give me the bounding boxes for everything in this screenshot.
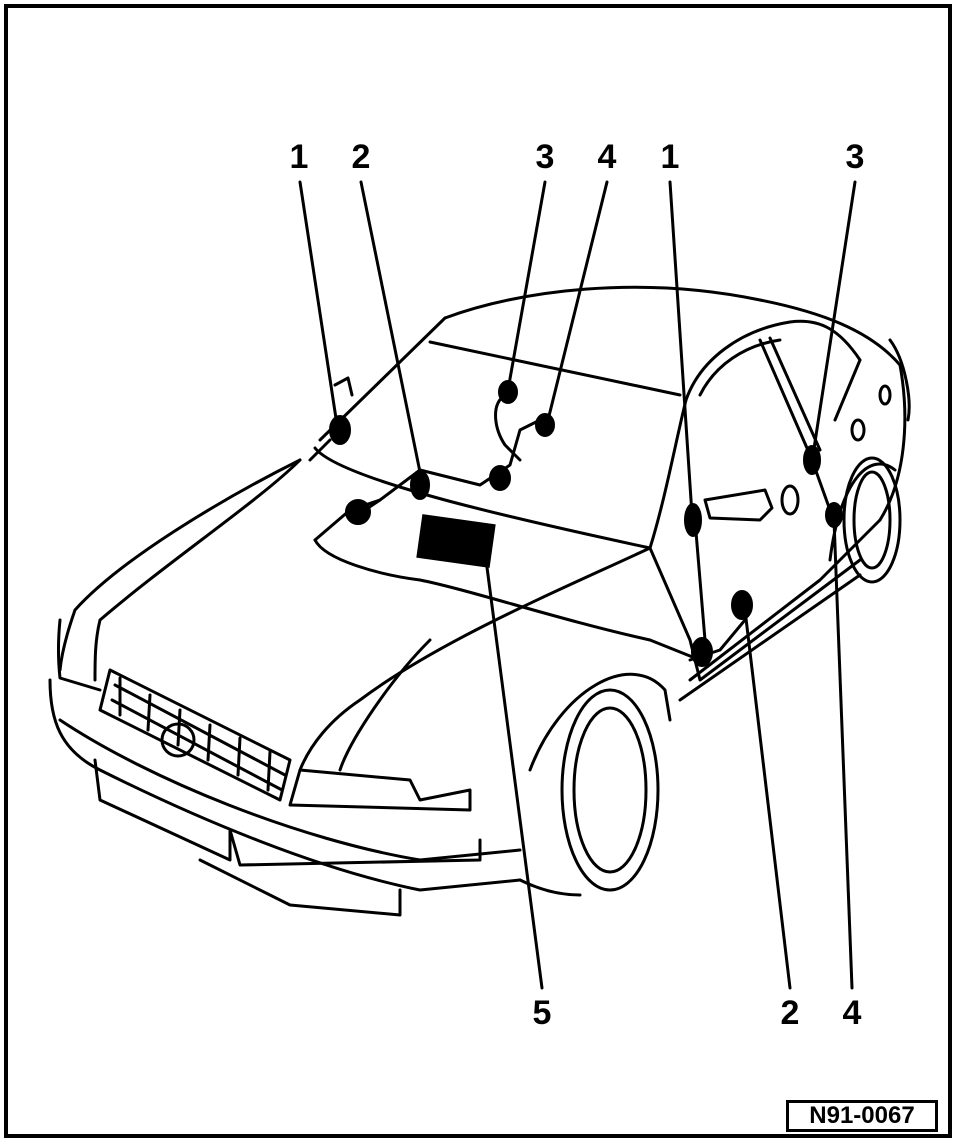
leader-line — [743, 608, 792, 990]
connector — [803, 445, 821, 475]
wiring-harness — [313, 538, 702, 662]
leader-line — [832, 518, 854, 990]
badge-icon — [160, 722, 196, 758]
callout-number: 1 — [660, 138, 680, 176]
connector — [489, 465, 511, 491]
front-bumper — [48, 678, 522, 892]
rear-wheel — [842, 456, 902, 584]
callout-number: 5 — [532, 994, 552, 1032]
control-unit — [416, 514, 496, 568]
leader-line — [506, 180, 547, 392]
windscreen-outline — [313, 446, 652, 550]
connector — [329, 415, 351, 445]
headlight — [288, 768, 472, 812]
connector — [345, 499, 371, 525]
callout-number: 3 — [535, 138, 555, 176]
front-wheel — [560, 688, 660, 892]
figure-reference-label: N91-0067 — [786, 1100, 938, 1132]
bonnet-outline — [58, 458, 302, 672]
callout-number: 1 — [289, 138, 309, 176]
callout-number: 2 — [351, 138, 371, 176]
roof-front-edge — [428, 340, 682, 397]
connector — [691, 637, 713, 667]
side-mirror — [703, 488, 774, 522]
callout-number: 3 — [845, 138, 865, 176]
callout-number: 2 — [780, 994, 800, 1032]
grille — [98, 668, 292, 802]
leader-line — [483, 550, 544, 990]
side-body — [648, 546, 862, 682]
connector — [684, 503, 702, 537]
leader-line — [546, 180, 609, 422]
connector — [498, 380, 518, 404]
connector — [731, 590, 753, 620]
leader-line — [298, 180, 339, 427]
callout-number: 4 — [842, 994, 862, 1032]
callout-number: 4 — [597, 138, 617, 176]
door-frame — [684, 319, 862, 402]
connector — [535, 413, 555, 437]
leader-line — [668, 180, 694, 517]
leader-line — [811, 180, 857, 457]
leader-line — [359, 180, 424, 484]
roof-outline — [443, 285, 902, 367]
